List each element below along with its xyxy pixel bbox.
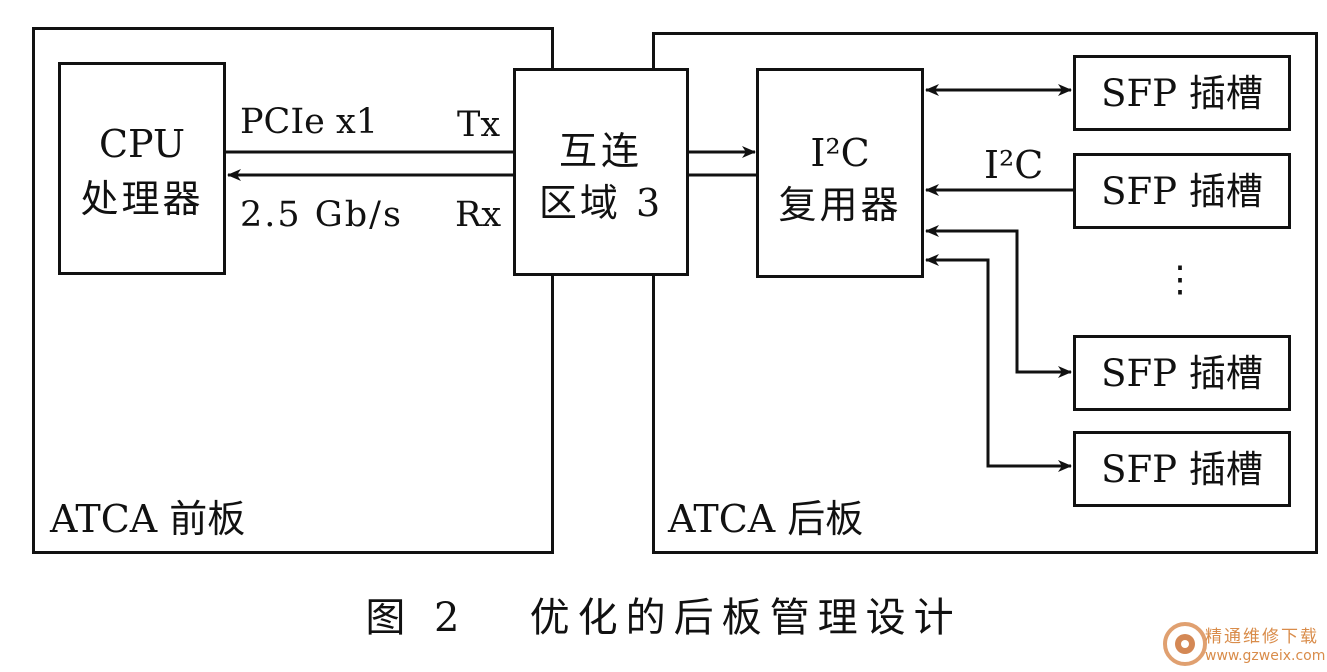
figure-caption: 图 2 优化的后板管理设计 <box>365 595 962 641</box>
sfp-slot-1-label: SFP 插槽 <box>1101 72 1263 115</box>
mux-sfp4-arrow <box>925 254 1072 472</box>
interconnect-zone-label: 区域 3 <box>538 181 664 225</box>
watermark-url: www.gzweix.com <box>1205 648 1326 664</box>
sfp-slot-1 <box>1073 55 1291 131</box>
more-slots-ellipsis: ⋮ <box>1162 259 1198 300</box>
i2c-bus-label: I²C <box>984 143 1044 187</box>
mux-sfp3-arrow <box>925 225 1072 378</box>
interconnect-zone-box <box>513 68 689 276</box>
rx-label: Rx <box>455 195 502 235</box>
front-board <box>32 27 554 554</box>
sfp-slot-4 <box>1073 431 1291 507</box>
sfp-slot-3-label: SFP 插槽 <box>1101 352 1263 395</box>
sfp-slot-3 <box>1073 335 1291 411</box>
sfp-slot-2-label: SFP 插槽 <box>1101 170 1263 213</box>
i2c-mux-label: I²C <box>810 131 870 175</box>
watermark-title: 精通维修下载 <box>1205 627 1319 647</box>
watermark-logo-icon <box>1163 622 1207 666</box>
speed-label: 2.5 Gb/s <box>240 195 403 235</box>
i2c-mux-box <box>756 68 924 278</box>
front-board-label: ATCA 前板 <box>50 497 246 541</box>
sfp-slot-4-label: SFP 插槽 <box>1101 448 1263 491</box>
cpu-processor-label: 处理器 <box>80 177 204 221</box>
interconnect-label: 互连 <box>558 129 643 173</box>
sfp-slot-2 <box>1073 153 1291 229</box>
rear-board <box>652 32 1318 554</box>
cpu-label: CPU <box>98 122 185 166</box>
cpu-box <box>58 62 226 275</box>
pcie-label: PCIe x1 <box>240 102 379 142</box>
rear-board-label: ATCA 后板 <box>668 497 864 541</box>
tx-label: Tx <box>457 105 501 145</box>
i2c-mux-name-label: 复用器 <box>778 183 902 227</box>
